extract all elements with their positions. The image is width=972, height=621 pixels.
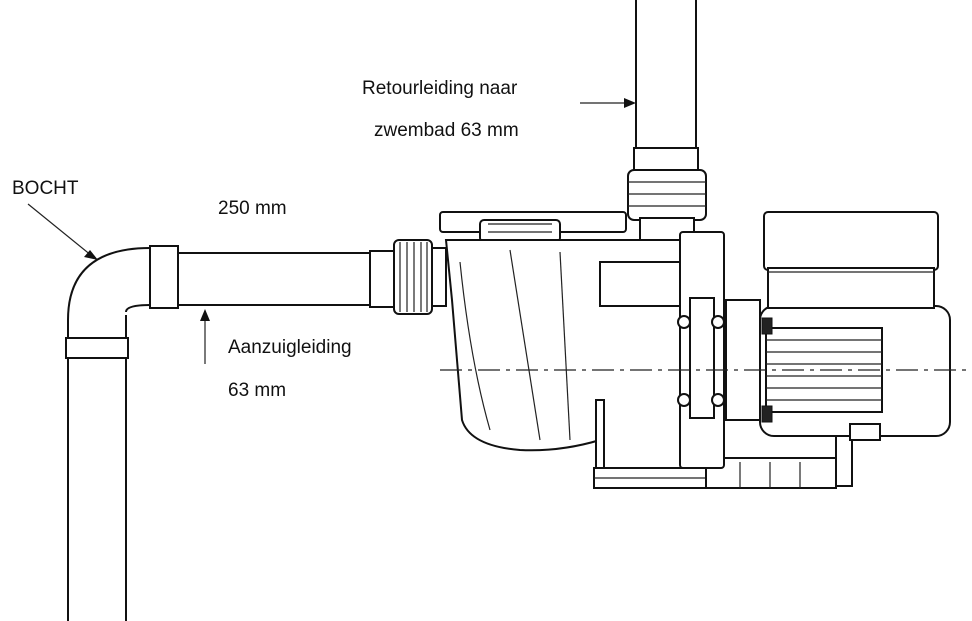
pump-strainer-housing (439, 211, 853, 489)
bend-leader-arrow (27, 203, 98, 260)
return-pipe (627, 0, 707, 241)
return-leader-arrow (580, 98, 636, 108)
control-box (763, 211, 939, 309)
elbow-bend (65, 245, 179, 621)
return-size-label: zwembad 63 mm (374, 120, 519, 141)
suction-union-nut (393, 239, 447, 315)
suction-size-label: 63 mm (228, 380, 287, 401)
pump-flange (677, 231, 725, 469)
suction-line-label: Aanzuigleiding (228, 337, 352, 358)
bend-label: BOCHT (12, 178, 79, 199)
suction-pipe (178, 250, 397, 308)
length-label: 250 mm (218, 198, 287, 219)
return-line-label: Retourleiding naar (362, 78, 518, 99)
suction-leader-arrow (200, 309, 210, 364)
